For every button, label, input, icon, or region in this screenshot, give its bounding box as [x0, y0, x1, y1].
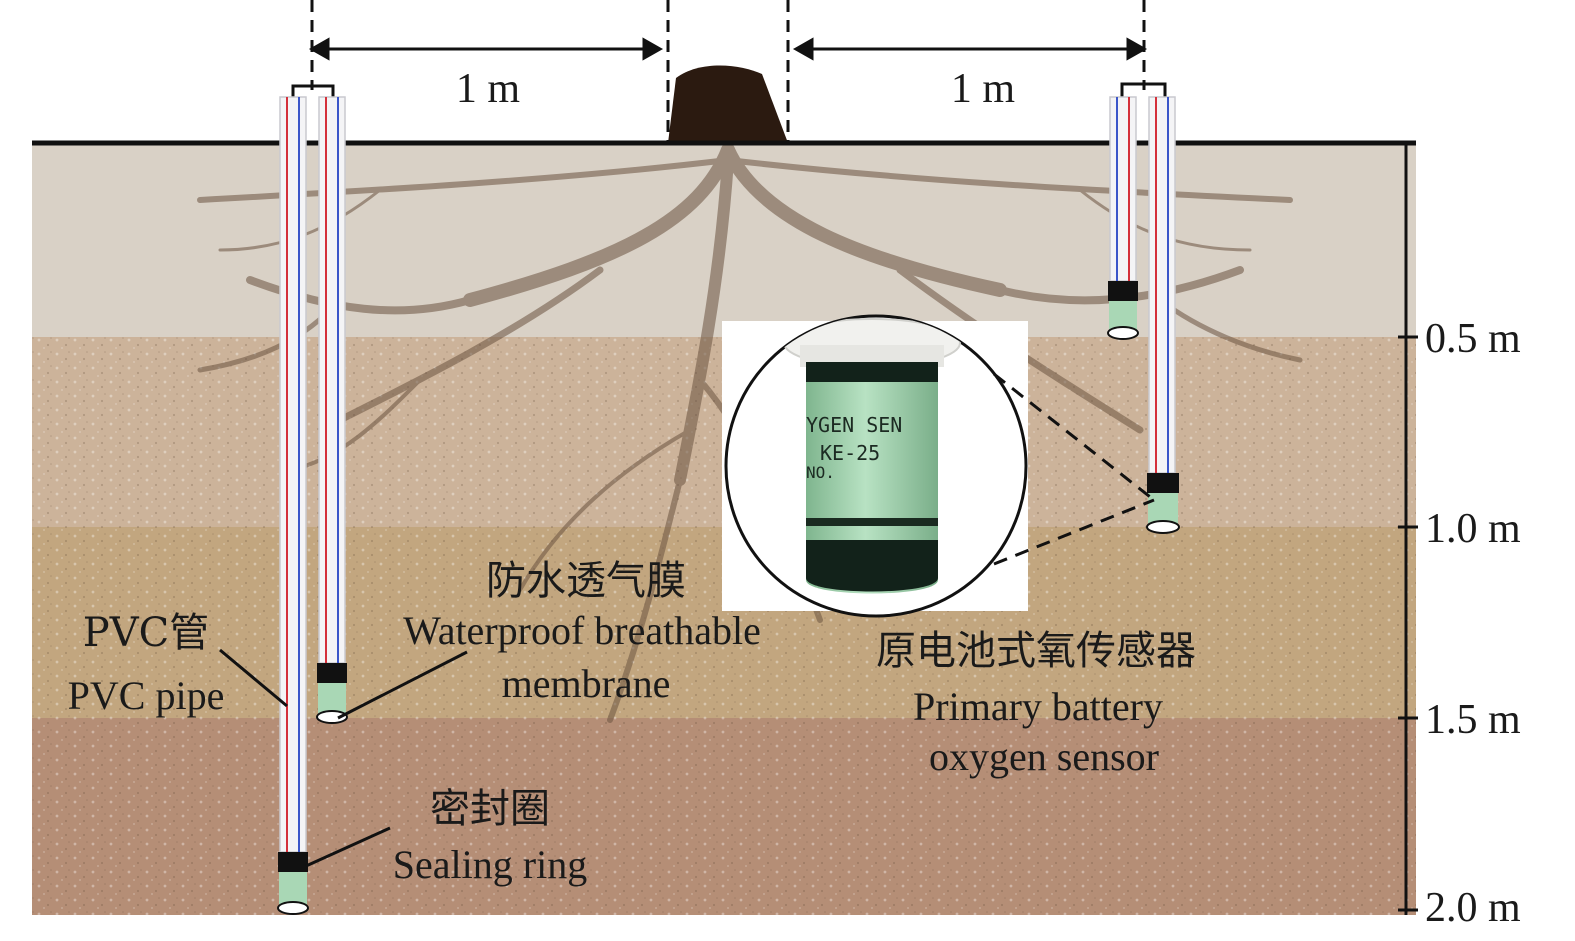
tree-roots	[197, 143, 1303, 723]
depth-scale	[1396, 141, 1418, 915]
sensor-label-zh: 原电池式氧传感器	[876, 628, 1196, 674]
sensor-inset: YGEN SEN KE-25 NO.	[722, 314, 1028, 618]
depth-tick-label: 2.0 m	[1425, 885, 1521, 931]
dimension-lines	[291, 0, 1167, 143]
tree-trunk	[668, 65, 788, 143]
sensor-label-en: oxygen sensor	[929, 734, 1159, 779]
pvc-pipe-1-0m	[1146, 96, 1180, 534]
sealing-ring	[1108, 281, 1138, 301]
sealing-label-en: Sealing ring	[393, 842, 587, 887]
pvc-pipe-2-0m	[277, 96, 309, 915]
membrane-disk	[1107, 326, 1139, 340]
sealing-ring	[1147, 473, 1179, 493]
membrane-disk	[1146, 520, 1180, 534]
sealing-ring	[278, 852, 308, 872]
leader-lines	[219, 372, 1155, 868]
membrane-label-en: membrane	[502, 661, 671, 706]
depth-tick-label: 0.5 m	[1425, 316, 1521, 362]
sensor-print-line: KE-25	[820, 441, 880, 465]
sensor-print-line: YGEN SEN	[806, 413, 902, 437]
sensor-label-en: Primary battery	[913, 684, 1163, 729]
membrane-disk	[316, 710, 348, 724]
spacing-right-label: 1 m	[951, 66, 1016, 112]
sensor-body	[279, 872, 307, 906]
pvc-label-zh: PVC管	[83, 610, 209, 656]
membrane-label-zh: 防水透气膜	[486, 558, 686, 604]
sealing-label-zh: 密封圈	[430, 786, 550, 832]
depth-tick-label: 1.5 m	[1425, 697, 1521, 743]
pvc-pipe-0-5m	[1107, 96, 1139, 340]
membrane-label-en: Waterproof breathable	[403, 608, 761, 653]
sealing-ring	[317, 663, 347, 683]
pvc-pipe-1-5m	[316, 96, 348, 724]
depth-tick-label: 1.0 m	[1425, 506, 1521, 552]
pvc-label-en: PVC pipe	[68, 673, 225, 718]
spacing-left-label: 1 m	[456, 66, 521, 112]
sensor-print-line: NO.	[806, 463, 835, 482]
membrane-disk	[277, 901, 309, 915]
